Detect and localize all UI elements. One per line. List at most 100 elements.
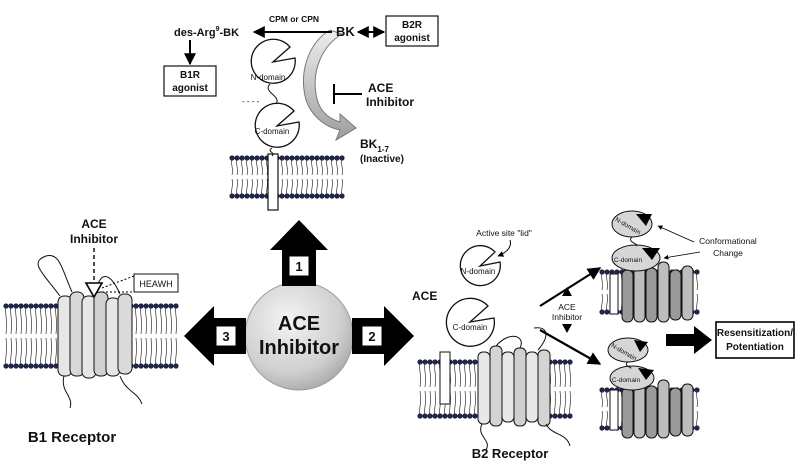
- b1r-agonist-line2: agonist: [172, 83, 208, 94]
- lipid-tail: [170, 305, 172, 335]
- b2r-agonist-line1: B2R: [402, 20, 423, 31]
- arrow-1-label: 1: [295, 259, 302, 274]
- lipid-tail: [696, 271, 698, 291]
- lipid-tail: [296, 157, 298, 176]
- lipid-tail: [5, 337, 7, 367]
- lipid-tail: [459, 390, 461, 417]
- conformational-pointer-2: [663, 251, 701, 260]
- lipid-tail: [474, 390, 476, 417]
- arrow-2-right: [352, 306, 414, 366]
- right-inhibitor-triangle-top: [562, 287, 572, 296]
- lipid-tail: [331, 157, 333, 176]
- lipid-tail: [246, 178, 248, 197]
- lipid-tail: [321, 178, 323, 197]
- top-panel: N-domain C-domain - - - - BK CPM or CPN …: [163, 14, 439, 211]
- lipid-tail: [336, 157, 338, 176]
- heawh-label: HEAWH: [139, 279, 172, 289]
- lipid-tail: [10, 337, 12, 367]
- lipid-tail: [231, 178, 233, 197]
- lipid-tail: [145, 337, 147, 367]
- lipid-tail: [316, 157, 318, 176]
- lipid-tail: [564, 390, 566, 417]
- lipid-tail: [40, 337, 42, 367]
- arrow-1-label-box: [288, 255, 310, 277]
- heawh-pointer-1: [101, 275, 135, 289]
- left-ace-inhibitor-line2: Inhibitor: [70, 232, 118, 246]
- lipid-tail: [5, 305, 7, 335]
- right-inhibitor-triangle-bottom: [562, 324, 572, 333]
- arrow-to-lower-state: [539, 329, 602, 365]
- lid-pointer: [497, 239, 511, 257]
- left-panel: ACE Inhibitor HEAWH B1 Receptor: [3, 217, 179, 446]
- conformational-label-1: Conformational: [699, 236, 757, 246]
- lipid-tail: [140, 305, 142, 335]
- lipid-tail: [301, 157, 303, 176]
- lipid-tail: [251, 178, 253, 197]
- lipid-tail: [296, 178, 298, 197]
- lipid-tail: [175, 337, 177, 367]
- arrow-2-label: 2: [368, 329, 375, 344]
- lipid-tail: [291, 157, 293, 176]
- lipid-tail: [25, 305, 27, 335]
- lipid-tail: [434, 361, 436, 388]
- lipid-tail: [424, 390, 426, 417]
- active-site-lid-label: Active site "lid": [476, 228, 532, 238]
- b2-n-domain-label: N-domain: [461, 267, 496, 276]
- lipid-tail: [281, 178, 283, 197]
- lipid-tail: [464, 361, 466, 388]
- lipid-tail: [150, 337, 152, 367]
- cpm-cpn-label: CPM or CPN: [269, 14, 319, 24]
- lipid-tail: [236, 157, 238, 176]
- lipid-tail: [20, 305, 22, 335]
- lipid-tail: [311, 178, 313, 197]
- lipid-tail: [326, 157, 328, 176]
- lipid-tail: [231, 157, 233, 176]
- b2-intracellular-tail: [480, 423, 571, 451]
- lipid-tail: [281, 157, 283, 176]
- lipid-tail: [696, 410, 698, 429]
- lipid-tail: [469, 390, 471, 417]
- lipid-tail: [569, 361, 571, 388]
- lipid-tail: [165, 305, 167, 335]
- lipid-tail: [424, 361, 426, 388]
- lipid-tail: [261, 157, 263, 176]
- lipid-tail: [160, 337, 162, 367]
- arrow-1-up: [270, 220, 328, 286]
- right-ace-inhibitor-line1: ACE: [558, 302, 576, 312]
- lipid-tail: [321, 157, 323, 176]
- lipid-tail: [454, 361, 456, 388]
- lipid-tail: [464, 390, 466, 417]
- lipid-tail: [135, 337, 137, 367]
- b2-ace-stalk: [439, 351, 451, 405]
- lipid-tail: [554, 361, 556, 388]
- interdomain-linker: [267, 83, 278, 105]
- b2-ace-c-domain-shape: [445, 297, 496, 347]
- lipid-tail: [140, 337, 142, 367]
- lipid-tail: [266, 178, 268, 197]
- arrow-2-label-box: [361, 325, 383, 347]
- lipid-tail: [559, 390, 561, 417]
- lipid-tail: [331, 178, 333, 197]
- lipid-tail: [55, 305, 57, 335]
- lipid-tail: [55, 337, 57, 367]
- bk-label: BK: [336, 24, 355, 39]
- b1r-agonist-line1: B1R: [180, 70, 201, 81]
- b2r-agonist-line2: agonist: [394, 33, 430, 44]
- lipid-tail: [30, 337, 32, 367]
- lipid-tail: [25, 337, 27, 367]
- lipid-tail: [429, 390, 431, 417]
- resensitization-line1: Resensitization/: [717, 328, 793, 339]
- b1-receptor-label: B1 Receptor: [28, 429, 117, 446]
- ace-n-domain-shape: [250, 38, 296, 84]
- right-panel: N-domain C-domain Active site "lid" ACE …: [412, 210, 795, 461]
- heawh-box: [133, 273, 179, 293]
- lipid-tail: [469, 361, 471, 388]
- lipid-tail: [241, 157, 243, 176]
- conformational-pointer-1: [657, 225, 695, 243]
- center-panel: ACE Inhibitor 1 2 3: [184, 220, 414, 391]
- lipid-tail: [601, 271, 603, 291]
- lipid-tail: [434, 390, 436, 417]
- lipid-tail: [30, 305, 32, 335]
- lipid-tail: [261, 178, 263, 197]
